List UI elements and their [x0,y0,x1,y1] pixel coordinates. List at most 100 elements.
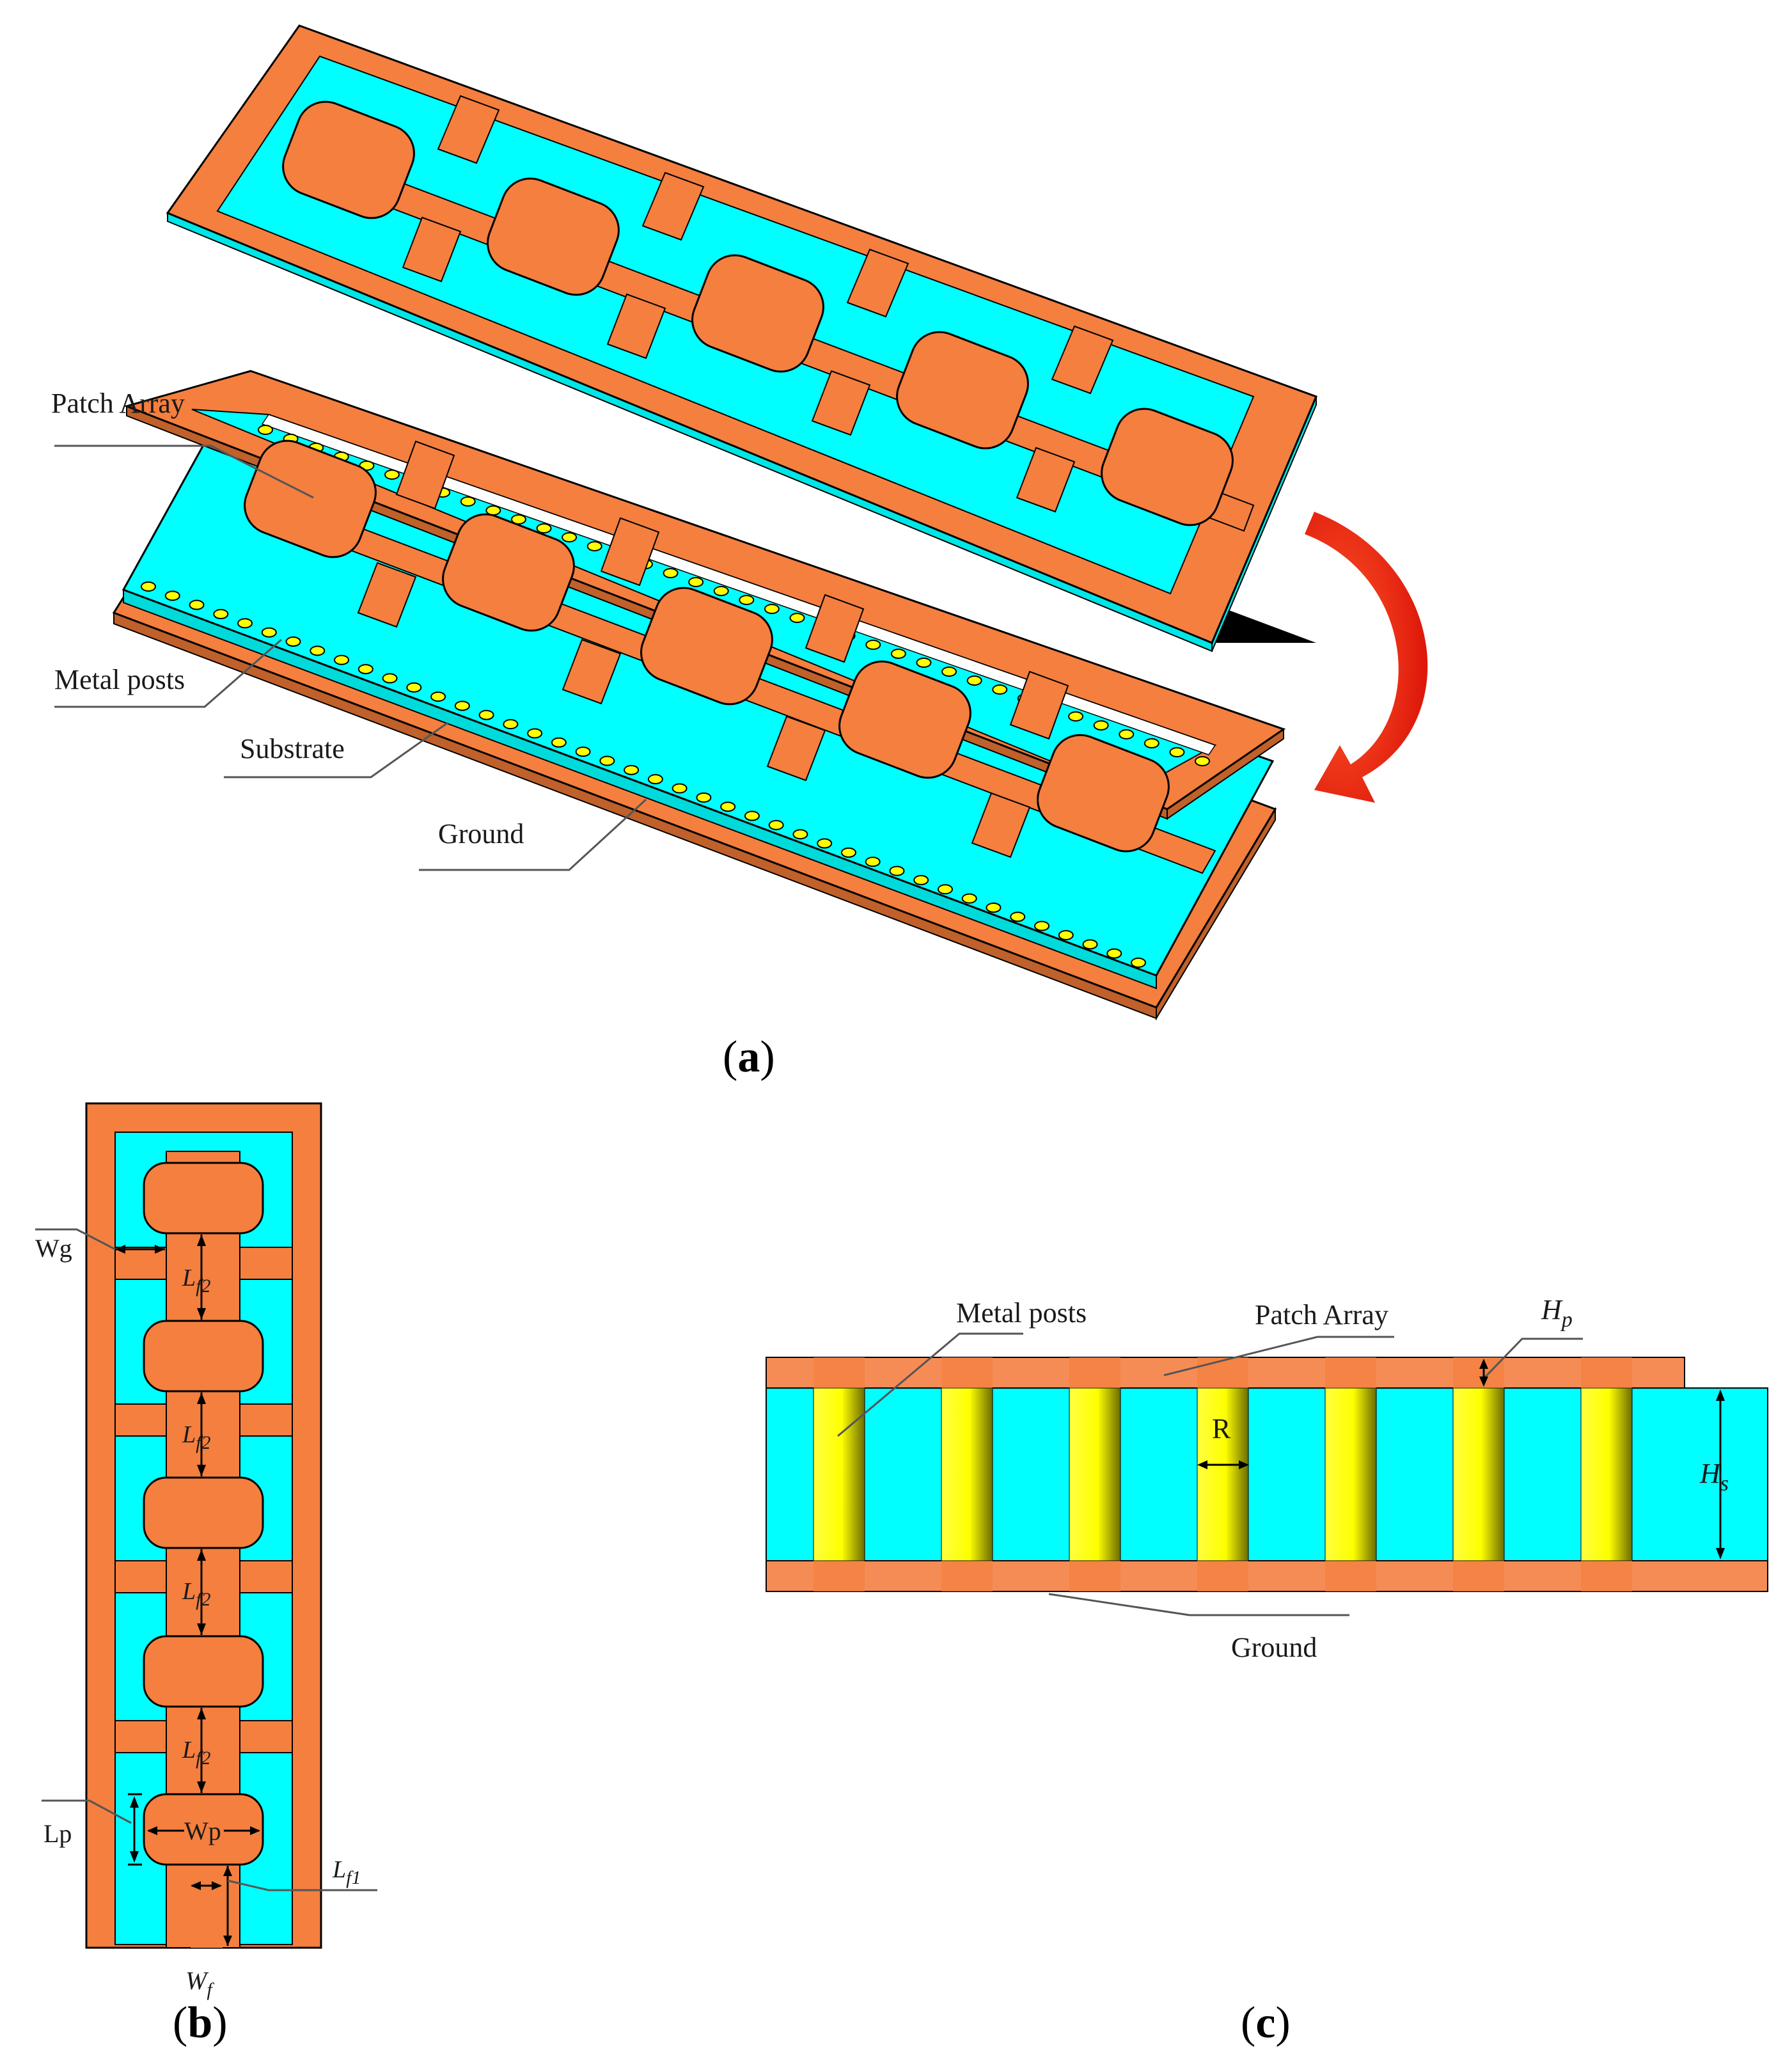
metal-post [406,682,422,693]
side-metal-post [1197,1387,1249,1561]
metal-post [164,590,180,601]
svg-text:Lf2: Lf2 [182,1265,210,1297]
side-metal-posts [813,1357,1633,1591]
metal-post [913,874,929,885]
side-post-pad [813,1357,865,1388]
metal-post [1093,720,1109,730]
metal-post [889,865,905,876]
metal-post [213,609,229,620]
side-post-pad [1453,1357,1504,1388]
label-hs: Hs [1699,1458,1729,1496]
label-patch-array-c: Patch Array [1255,1299,1388,1330]
top-board [166,24,1317,652]
metal-post [382,673,398,684]
label-lf1: Lf1 [332,1856,361,1888]
metal-posts-row [141,581,1146,968]
flip-arrow-icon [1305,512,1428,803]
metal-post [562,532,578,542]
side-metal-post [941,1387,993,1561]
metal-post [890,649,906,659]
side-post-pad [1197,1357,1248,1388]
label-lp: Lp [43,1819,72,1848]
metal-post [1195,756,1210,766]
label-r: R [1212,1413,1231,1444]
metal-post [663,568,679,578]
metal-post [720,801,736,812]
metal-post [688,577,704,587]
metal-post [1082,939,1098,950]
svg-text:Lf2: Lf2 [182,1421,210,1453]
metal-post [536,523,552,533]
svg-text:Lf2: Lf2 [182,1737,210,1769]
metal-post [817,838,833,849]
panel-a: Patch Array Metal posts Substrate Ground… [51,24,1428,1082]
label-metal-posts-c: Metal posts [956,1297,1087,1329]
panel-c: Metal posts Patch Array Hp R Hs Ground (… [766,1294,1768,2048]
metal-post [992,684,1008,695]
label-wf: Wf [185,1966,214,2000]
metal-post [551,737,567,748]
svg-text:Lf2: Lf2 [182,1578,210,1610]
metal-post [713,586,729,596]
metal-post [599,755,615,766]
metal-post [1169,747,1185,757]
metal-post [237,618,253,629]
metal-post [384,470,400,480]
metal-post [744,810,760,821]
metal-post [503,719,519,730]
metal-post [358,664,373,675]
metal-post [141,581,156,592]
side-post-pad [1581,1357,1632,1388]
metal-post [941,667,957,677]
patch-array-layer [123,370,1286,874]
label-metal-posts: Metal posts [54,664,185,695]
metal-post [334,654,350,665]
side-post-pad [1325,1561,1376,1591]
label-patch-array: Patch Array [51,388,185,419]
metal-post [310,645,326,656]
side-metal-post [1324,1387,1377,1561]
metal-post [1068,711,1084,722]
metal-post [624,764,640,775]
metal-post [527,728,543,739]
caption-a: (a) [723,1032,775,1082]
metal-post [510,514,526,525]
metal-post [937,884,953,895]
metal-post [478,709,494,720]
metal-post [865,856,881,867]
side-metal-post [1069,1387,1121,1561]
metal-post [586,541,602,551]
metal-post [672,783,688,794]
metal-post [1034,920,1049,931]
metal-post [696,792,712,803]
label-ground: Ground [438,818,524,849]
metal-post [986,902,1002,913]
metal-post [1131,958,1146,968]
metal-post [285,636,301,647]
metal-post [916,658,932,668]
metal-post [189,599,205,610]
metal-post [961,893,977,904]
metal-post [575,746,591,757]
metal-post [454,700,470,711]
side-post-pad [941,1357,993,1388]
metal-post [1010,912,1026,922]
metal-post [865,640,881,650]
metal-post [789,613,805,623]
metal-post [1058,929,1074,940]
metal-post [764,604,780,614]
side-post-pad [1453,1561,1504,1591]
side-metal-post [1580,1387,1633,1561]
metal-post [1144,738,1159,748]
metal-post [647,774,663,785]
caption-b: (b) [173,1998,228,2048]
metal-post [430,691,446,702]
label-ground-c: Ground [1231,1632,1317,1663]
side-post-pad [813,1561,865,1591]
metal-post [840,847,856,858]
metal-post [258,425,273,435]
metal-post [768,819,784,830]
side-post-pad [1581,1561,1632,1591]
metal-post [261,627,277,638]
